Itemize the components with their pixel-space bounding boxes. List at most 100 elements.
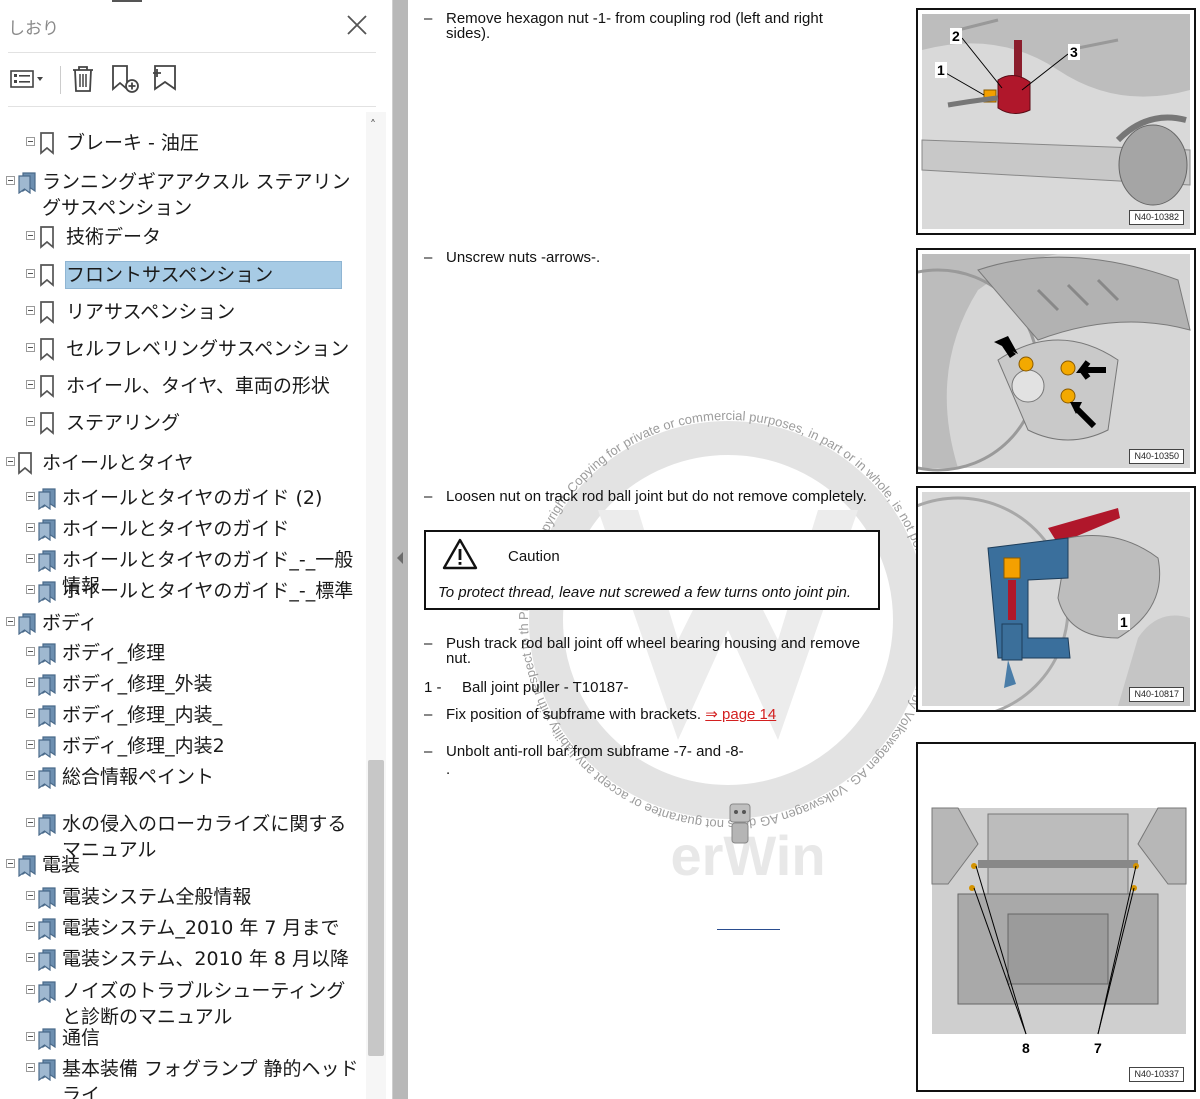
figure-illustration	[918, 254, 1191, 472]
bookmark-item[interactable]: ホイールとタイヤのガイド_-_一般情報	[0, 545, 366, 597]
find-bookmark-button[interactable]	[148, 62, 182, 96]
bookmark-find-icon	[153, 65, 176, 91]
bookmark-label: ホイール、タイヤ、車両の形状	[66, 375, 330, 397]
collapse-toggle-icon[interactable]	[6, 617, 15, 626]
bookmark-item[interactable]: ボディ_修理	[0, 638, 366, 668]
close-icon[interactable]	[346, 14, 368, 36]
figure-illustration	[918, 744, 1194, 1090]
bookmark-item[interactable]: 水の侵入のローカライズに関するマニュアル	[0, 809, 366, 863]
collapse-toggle-icon[interactable]	[26, 137, 35, 146]
bookmark-item[interactable]: 基本装備 フォグランプ 静的ヘッドライ	[0, 1054, 366, 1099]
delete-bookmark-button[interactable]	[68, 62, 98, 96]
bookmark-item[interactable]: フロントサスペンション	[0, 260, 366, 290]
collapse-toggle-icon[interactable]	[26, 417, 35, 426]
bookmark-multi-icon	[36, 548, 58, 576]
bookmark-multi-icon	[36, 734, 58, 762]
collapse-toggle-icon[interactable]	[26, 380, 35, 389]
callout-2: 2	[950, 28, 962, 44]
bookmark-label: 通信	[62, 1027, 101, 1049]
collapse-toggle-icon[interactable]	[26, 740, 35, 749]
bookmark-item[interactable]: ステアリング	[0, 408, 366, 438]
sidebar-scroll-thumb[interactable]	[368, 760, 384, 1056]
bookmark-multi-icon	[36, 1026, 58, 1054]
bookmark-add-icon	[112, 65, 139, 93]
collapse-toggle-icon[interactable]	[26, 891, 35, 900]
collapse-toggle-icon[interactable]	[6, 176, 15, 185]
page-link[interactable]: ⇒ page 14	[705, 706, 777, 723]
bookmark-item[interactable]: ブレーキ - 油圧	[0, 128, 366, 158]
bookmark-multi-icon	[36, 517, 58, 545]
collapse-toggle-icon[interactable]	[26, 1063, 35, 1072]
callout-3: 3	[1068, 44, 1080, 60]
bookmark-item[interactable]: ランニングギアアクスル ステアリングサスペンション	[0, 167, 366, 221]
collapse-toggle-icon[interactable]	[26, 678, 35, 687]
bookmark-label: リアサスペンション	[66, 301, 236, 323]
bookmark-label: 電装システム、2010 年 8 月以降	[62, 948, 349, 970]
figure-id: N40-10350	[1129, 449, 1184, 464]
bookmark-item[interactable]: ホイールとタイヤ	[0, 448, 366, 478]
bookmark-icon	[38, 411, 56, 439]
collapse-toggle-icon[interactable]	[26, 818, 35, 827]
bookmark-item[interactable]: 通信	[0, 1023, 366, 1053]
collapse-toggle-icon[interactable]	[26, 523, 35, 532]
collapse-toggle-icon[interactable]	[6, 457, 15, 466]
bookmark-multi-icon	[36, 486, 58, 514]
bookmark-icon	[38, 300, 56, 328]
bookmark-item[interactable]: ボディ_修理_内装_	[0, 700, 366, 730]
bookmark-item[interactable]: ホイール、タイヤ、車両の形状	[0, 371, 366, 401]
figure-ball-joint-puller: 1 N40-10817	[916, 486, 1196, 712]
bookmark-label: 基本装備 フォグランプ 静的ヘッドライ	[62, 1058, 359, 1099]
callout-8: 8	[1020, 1040, 1032, 1056]
collapse-toggle-icon[interactable]	[26, 985, 35, 994]
bookmark-item[interactable]: セルフレベリングサスペンション	[0, 334, 366, 364]
bookmark-item[interactable]: リアサスペンション	[0, 297, 366, 327]
bookmark-multi-icon	[36, 641, 58, 669]
bookmark-icon	[38, 374, 56, 402]
bookmark-item[interactable]: 技術データ	[0, 222, 366, 252]
options-menu-button[interactable]	[8, 62, 48, 96]
collapse-toggle-icon[interactable]	[6, 859, 15, 868]
trash-icon	[73, 66, 93, 92]
collapse-toggle-icon[interactable]	[26, 1032, 35, 1041]
collapse-toggle-icon[interactable]	[26, 771, 35, 780]
list-options-icon	[10, 70, 43, 88]
bookmark-item[interactable]: ホイールとタイヤのガイド	[0, 514, 366, 544]
collapse-toggle-icon[interactable]	[26, 709, 35, 718]
bookmark-tree: ブレーキ - 油圧ランニングギアアクスル ステアリングサスペンション技術データフ…	[0, 112, 366, 1099]
bookmark-item[interactable]: ノイズのトラブルシューティングと診断のマニュアル	[0, 976, 366, 1030]
bookmark-item[interactable]: 電装システム全般情報	[0, 882, 366, 912]
bookmark-item[interactable]: 電装システム、2010 年 8 月以降	[0, 944, 366, 974]
bookmark-multi-icon	[36, 916, 58, 944]
collapse-arrow-icon[interactable]	[397, 552, 403, 564]
collapse-toggle-icon[interactable]	[26, 647, 35, 656]
collapse-toggle-icon[interactable]	[26, 554, 35, 563]
collapse-toggle-icon[interactable]	[26, 306, 35, 315]
bookmark-multi-icon	[36, 812, 58, 840]
bookmark-item[interactable]: ホイールとタイヤのガイド_-_標準	[0, 576, 366, 606]
bookmark-label: ノイズのトラブルシューティングと診断のマニュアル	[62, 980, 346, 1028]
panel-splitter[interactable]	[393, 0, 408, 1099]
bookmark-item[interactable]: 総合情報ペイント	[0, 762, 366, 792]
bookmark-item[interactable]: 電装システム_2010 年 7 月まで	[0, 913, 366, 943]
bookmark-item[interactable]: ホイールとタイヤのガイド (2)	[0, 483, 366, 513]
collapse-toggle-icon[interactable]	[26, 492, 35, 501]
bookmarks-panel: しおり	[0, 0, 393, 1099]
bookmark-item[interactable]: ボディ_修理_内装2	[0, 731, 366, 761]
bookmark-item[interactable]: ボディ	[0, 608, 366, 638]
scroll-up-icon[interactable]: ˄	[370, 118, 376, 132]
collapse-toggle-icon[interactable]	[26, 922, 35, 931]
bookmark-item[interactable]: ボディ_修理_外装	[0, 669, 366, 699]
new-bookmark-button[interactable]	[108, 62, 142, 96]
collapse-toggle-icon[interactable]	[26, 269, 35, 278]
collapse-toggle-icon[interactable]	[26, 585, 35, 594]
collapse-toggle-icon[interactable]	[26, 231, 35, 240]
collapse-toggle-icon[interactable]	[26, 953, 35, 962]
bookmark-label: フロントサスペンション	[64, 261, 343, 289]
collapse-toggle-icon[interactable]	[26, 343, 35, 352]
bookmark-item[interactable]: 電装	[0, 850, 366, 880]
header-divider	[8, 52, 376, 53]
bookmark-label: 技術データ	[66, 226, 162, 248]
bookmark-label: セルフレベリングサスペンション	[66, 338, 350, 360]
bookmark-label: ボディ_修理	[62, 642, 166, 664]
page-footer-rule	[717, 929, 780, 930]
